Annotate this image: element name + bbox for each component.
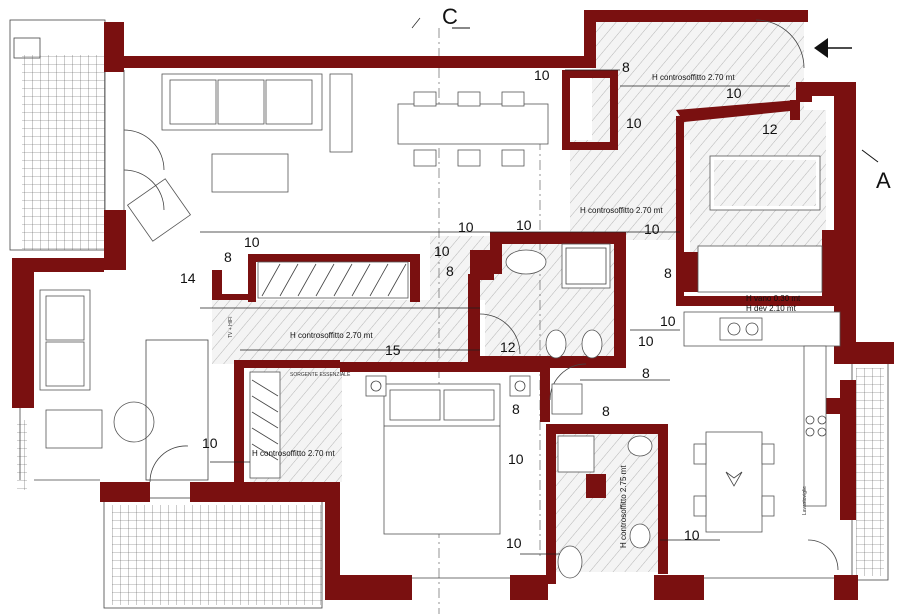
dimension-number: 8 <box>446 263 454 279</box>
dimension-number: 15 <box>385 342 401 358</box>
bathroom-1-fixtures <box>479 243 611 359</box>
kitchen-furniture <box>683 19 841 571</box>
dimension-number: 8 <box>512 401 520 417</box>
dimension-number: 10 <box>660 313 676 329</box>
dimension-number: 10 <box>638 333 654 349</box>
glazing <box>19 70 834 579</box>
dimension-number: 8 <box>664 265 672 281</box>
dimension-numbers: 10 8 10 10 12 10 10 10 10 8 14 8 8 10 12… <box>180 59 778 543</box>
ceiling-note-bathroom: H controsoffitto 2.75 mt <box>619 465 628 548</box>
dimension-number: 10 <box>516 217 532 233</box>
terrace-left-bottom <box>17 420 27 490</box>
living-furniture <box>123 73 549 242</box>
ceiling-note-bedroom: H controsoffitto 2.70 mt <box>252 449 335 458</box>
dimension-number: 12 <box>500 339 516 355</box>
dimension-number: 10 <box>244 234 260 250</box>
dimension-number-bath-bottom: 10 <box>506 535 522 551</box>
dimension-number: 8 <box>622 59 630 75</box>
section-a-marker <box>861 149 879 163</box>
bedroom-furniture <box>365 363 587 535</box>
dimension-number: 10 <box>534 67 550 83</box>
section-label-c: C <box>442 4 458 29</box>
dimension-number: 10 <box>684 527 700 543</box>
dimension-number: 10 <box>202 435 218 451</box>
label-sorgente: SORGENTE ESSENZIALE <box>290 372 351 378</box>
dimension-number: 10 <box>458 219 474 235</box>
terrace-bottom <box>103 497 323 609</box>
kitchen-note-dev: H dev 2.10 mt <box>746 304 797 313</box>
ceiling-note-entrance: H controsoffitto 2.70 mt <box>652 73 735 82</box>
dimension-lines <box>200 69 790 555</box>
dimension-number: 8 <box>642 365 650 381</box>
dimension-number: 10 <box>726 85 742 101</box>
dimension-number: 14 <box>180 270 196 286</box>
terrace-right <box>851 361 889 581</box>
label-tv: TV + HIFI <box>228 316 234 338</box>
bathroom-2-fixtures <box>551 383 653 579</box>
dimension-number: 8 <box>224 249 232 265</box>
dimension-number: 10 <box>644 221 660 237</box>
ceiling-note-corridor: H controsoffitto 2.70 mt <box>290 331 373 340</box>
dimension-number: 10 <box>626 115 642 131</box>
studio-furniture <box>39 289 209 483</box>
ceiling-note-hall: H controsoffitto 2.70 mt <box>580 206 663 215</box>
corridor-wardrobe <box>249 261 409 479</box>
terrace-left-top <box>9 19 106 251</box>
dimension-number: 10 <box>508 451 524 467</box>
kitchen-note-vano: H vano 0.30 mt <box>746 294 801 303</box>
section-label-a: A <box>876 168 891 193</box>
walls <box>12 10 894 600</box>
dimension-number: 10 <box>434 243 450 259</box>
dimension-number: 12 <box>762 121 778 137</box>
entrance-arrow-icon <box>814 38 852 58</box>
dimension-number: 8 <box>602 403 610 419</box>
label-lavastoviglie: Lavastoviglie <box>802 486 808 515</box>
